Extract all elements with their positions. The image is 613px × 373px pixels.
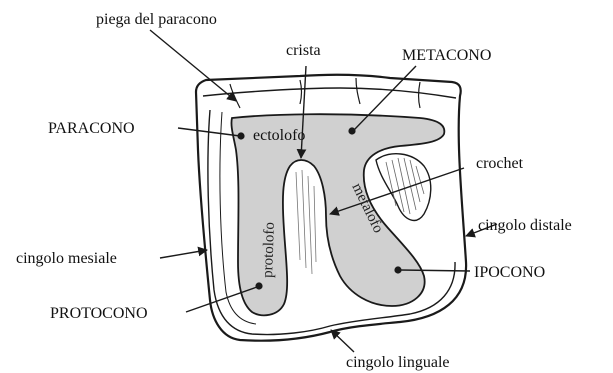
label-protocono: PROTOCONO [50, 305, 148, 322]
label-ipocono: IPOCONO [474, 264, 545, 281]
label-crista: crista [286, 42, 321, 59]
protocono-dot [255, 282, 262, 289]
arrow-piega-paracono [150, 30, 236, 101]
enamel-pattern [231, 114, 444, 315]
label-piega-paracono: piega del paracono [96, 11, 217, 28]
label-crochet: crochet [476, 155, 524, 172]
crown-rim-fold [230, 78, 420, 108]
label-cingolo-mesiale: cingolo mesiale [16, 250, 117, 267]
arrow-cingolo-linguale [331, 330, 354, 352]
line-ipocono [400, 270, 470, 271]
median-valley-hatch [296, 170, 316, 274]
label-cingolo-linguale: cingolo linguale [346, 354, 450, 371]
label-cingolo-distale: cingolo distale [478, 217, 572, 234]
label-paracono: PARACONO [48, 120, 135, 137]
label-ectolofo: ectolofo [253, 127, 305, 144]
arrow-cingolo-mesiale [160, 250, 207, 258]
label-metacono: METACONO [402, 47, 491, 64]
label-protolofo: protolofo [260, 222, 278, 278]
distal-fossa-hatch [386, 158, 424, 214]
